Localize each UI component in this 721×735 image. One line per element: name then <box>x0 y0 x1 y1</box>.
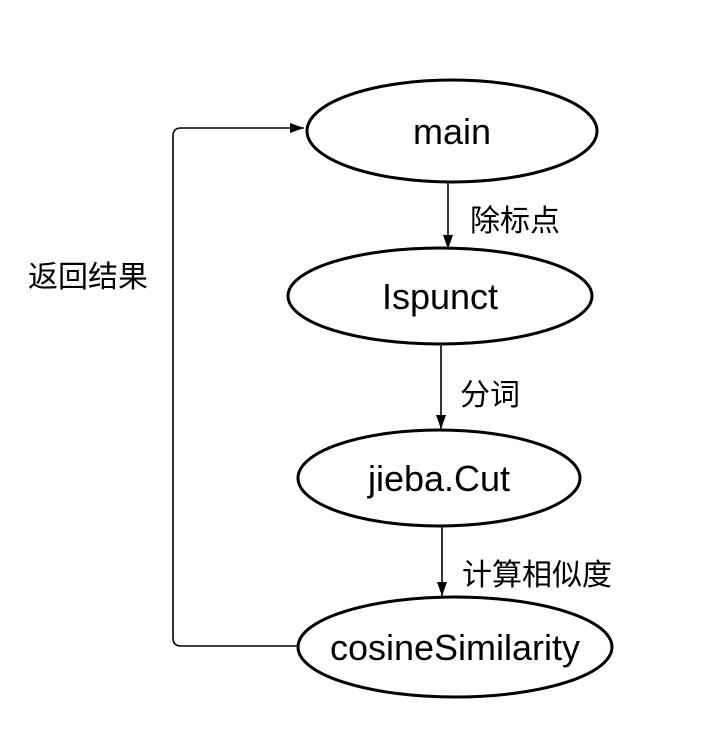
node-main: main <box>305 78 599 184</box>
node-ispunct: Ispunct <box>286 246 594 346</box>
node-jiebacut-label: jieba.Cut <box>367 458 510 499</box>
node-main-ellipse <box>305 78 599 184</box>
node-cosinesimilarity-ellipse <box>296 595 614 699</box>
node-main-label: main <box>413 111 491 152</box>
node-jiebacut: jieba.Cut <box>296 428 582 528</box>
edge-cosinesimilarity-to-main <box>172 123 304 647</box>
node-cosinesimilarity: cosineSimilarity <box>296 595 614 699</box>
node-ispunct-label: Ispunct <box>382 276 498 317</box>
node-jiebacut-ellipse <box>296 428 582 528</box>
edge-label-word-segmentation: 分词 <box>460 379 520 412</box>
edge-label-remove-punctuation: 除标点 <box>470 205 560 238</box>
node-ispunct-ellipse <box>286 246 594 346</box>
node-cosinesimilarity-label: cosineSimilarity <box>330 627 580 668</box>
edge-label-return-result: 返回结果 <box>28 261 148 294</box>
edge-label-compute-similarity: 计算相似度 <box>462 559 612 592</box>
